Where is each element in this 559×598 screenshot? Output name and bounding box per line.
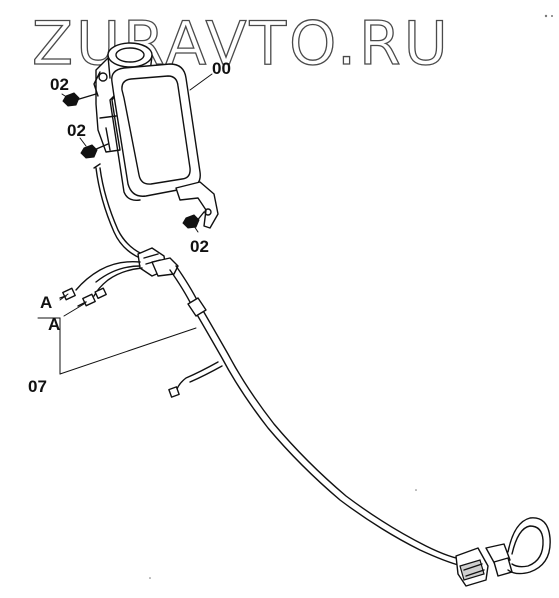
mirror-mount-edge: [93, 71, 101, 97]
callout-harness: 07: [28, 377, 47, 396]
harness-junction-ribs: [143, 253, 161, 265]
bolt-middle-left: [80, 143, 109, 159]
harness-side-branch: [175, 361, 219, 393]
mirror-lower-tab-hole: [204, 208, 212, 216]
bolt-lower: [182, 211, 205, 229]
connector-a-third-body: [94, 287, 107, 300]
bolt-upper-left: [62, 92, 97, 107]
harness-branch-upper: [75, 260, 141, 291]
callout-bolt-lower: 02: [190, 237, 209, 256]
scan-speck: [415, 489, 417, 491]
callout-connector-a-upper: A: [40, 293, 52, 312]
mirror-mount-hole: [98, 72, 108, 82]
leader-mirror-assembly: [189, 73, 213, 91]
harness-branch-mid: [95, 265, 141, 283]
wiring-harness: [59, 163, 551, 587]
scan-speck: [551, 15, 553, 17]
harness-upper-lead-end: [93, 163, 101, 169]
callout-bolt-upper-left: 02: [50, 75, 69, 94]
bolt-upper-left-shank: [75, 93, 97, 101]
mirror-housing-depth: [109, 95, 141, 202]
connector-a-lower-body: [82, 293, 96, 307]
end-loop-inner: [511, 525, 544, 568]
leader-bolt-middle-left: [79, 137, 87, 147]
harness-main-inner: [175, 265, 467, 561]
end-loop-outer: [507, 517, 551, 575]
side-branch-connector: [168, 386, 180, 398]
leader-harness: [59, 327, 197, 375]
bolt-upper-left-head: [62, 92, 80, 107]
leader-connector-a-lower: [63, 303, 85, 317]
scan-speck: [544, 14, 548, 18]
harness-upper-lead: [95, 167, 141, 259]
callout-bolt-middle-left: 02: [67, 121, 86, 140]
mirror-assembly: [93, 42, 219, 229]
mirror-housing: [111, 63, 201, 197]
callout-mirror-assembly: 00: [212, 59, 231, 78]
connector-a-third: [94, 287, 107, 300]
harness-inline-clip: [187, 297, 207, 317]
leader-connector-a-upper: [59, 293, 69, 301]
connector-a-upper-body: [62, 287, 76, 301]
connector-a-lower: [77, 293, 96, 307]
harness-main-outer: [169, 269, 463, 567]
connector-a-lower-pin: [77, 301, 87, 307]
mirror-glass: [121, 75, 191, 185]
end-connector-main-ribs: [463, 563, 485, 577]
leader-lines: [37, 73, 213, 375]
bolt-middle-left-head: [80, 144, 98, 159]
end-connector-tertiary: [493, 557, 513, 577]
leader-harness-bracket: [37, 317, 61, 375]
mirror-lower-tab: [175, 181, 219, 229]
scan-speck: [149, 577, 151, 579]
mirror-mount-lower-edge: [99, 115, 117, 151]
leader-bolt-lower: [193, 225, 199, 233]
watermark-text: ZURAVTO.RU: [32, 9, 451, 79]
bolt-lower-head: [182, 214, 200, 229]
leader-bolt-upper-left: [61, 93, 69, 99]
mirror-pivot-top: [107, 42, 153, 68]
callout-connector-a-lower: A: [48, 315, 60, 334]
harness-side-branch-inner: [189, 365, 223, 383]
harness-upper-lead-inner: [99, 167, 143, 255]
mirror-pivot-inner: [115, 47, 145, 63]
harness-end-connectors: [455, 517, 551, 587]
